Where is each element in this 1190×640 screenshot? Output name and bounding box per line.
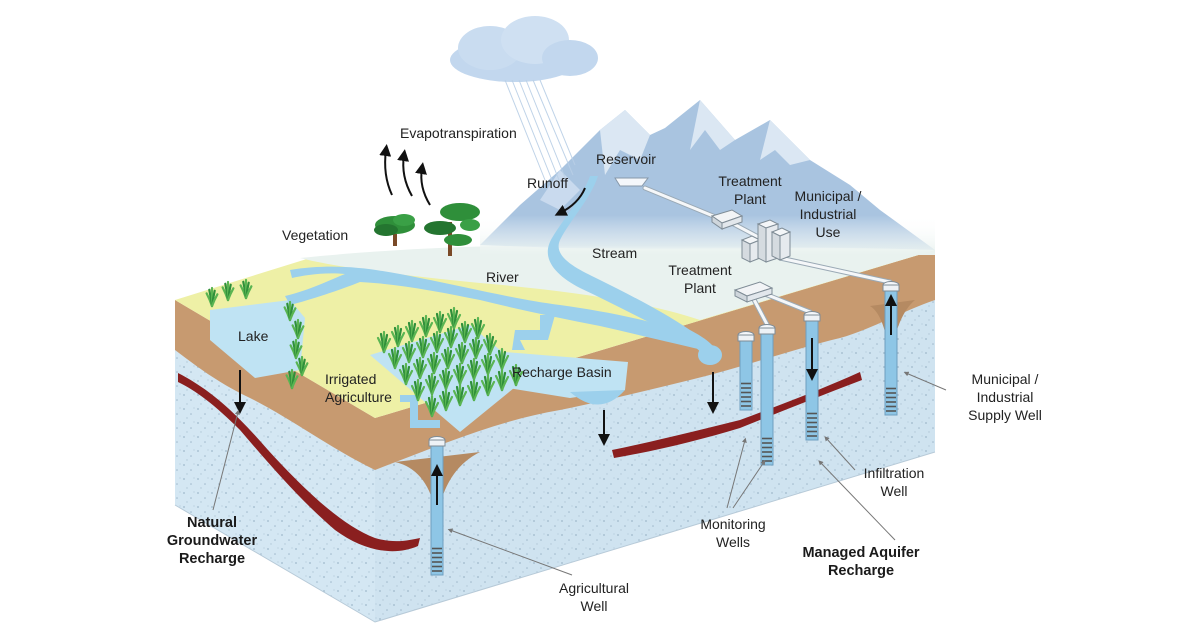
label-evapotranspiration: Evapotranspiration <box>400 125 517 141</box>
grass-tuft <box>438 367 454 391</box>
grass-tuft <box>494 347 510 371</box>
grass-tuft <box>415 335 431 359</box>
grass-tuft <box>376 330 392 354</box>
recharge-basin <box>505 352 628 398</box>
grass-tuft <box>468 336 484 360</box>
grass-tuft <box>387 346 403 370</box>
grass-tuft <box>480 373 496 397</box>
label-lake: Lake <box>238 328 269 344</box>
grass-tuft <box>239 278 253 300</box>
stream <box>547 176 718 362</box>
grass-tuft <box>424 394 440 418</box>
grass-tuft <box>412 356 428 380</box>
clay-layer-front <box>178 373 420 552</box>
grass-tuft <box>508 363 524 387</box>
reservoir-icon <box>614 177 649 187</box>
lake <box>210 300 305 378</box>
label-managed-aquifer-recharge: Managed Aquifer Recharge <box>802 545 920 579</box>
label-monitoring-wells: Monitoring Wells <box>700 516 766 550</box>
tree-icon <box>374 203 480 256</box>
building-icon <box>740 219 792 263</box>
irrigation-canal <box>400 395 440 428</box>
recharge-basin-bowl <box>570 390 625 405</box>
label-recharge-basin: Recharge Basin <box>512 364 612 380</box>
grass-tuft <box>452 362 468 386</box>
grass-tuft <box>285 368 299 390</box>
grass-tuft <box>295 355 309 377</box>
label-vegetation: Vegetation <box>282 227 349 243</box>
grass-icon <box>205 278 524 418</box>
grass-tuft <box>424 372 440 396</box>
grass-tuft <box>466 378 482 402</box>
label-treatment-plant-bottom: Treatment Plant <box>668 262 732 296</box>
label-irrigated-agriculture: Irrigated Agriculture <box>325 371 392 405</box>
well-icon <box>882 281 900 416</box>
leader-lines <box>212 371 947 576</box>
well-icon <box>758 324 776 466</box>
grass-tuft <box>480 352 496 376</box>
grass-tuft <box>454 341 470 365</box>
channel-to-basin <box>512 315 555 350</box>
grass-tuft <box>457 320 473 344</box>
grass-tuft <box>390 324 406 348</box>
surface-water <box>210 176 722 428</box>
grass-tuft <box>401 340 417 364</box>
grass-tuft <box>440 346 456 370</box>
grass-tuft <box>283 300 297 322</box>
grass-tuft <box>429 330 445 354</box>
grass-tuft <box>410 378 426 402</box>
label-municipal-use: Municipal / Industrial Use <box>794 188 862 240</box>
label-runoff: Runoff <box>527 175 568 191</box>
label-municipal-supply-well: Municipal / Industrial Supply Well <box>968 371 1042 423</box>
label-stream: Stream <box>592 245 638 261</box>
evap-arrow-3 <box>415 162 431 206</box>
grass-tuft <box>404 319 420 343</box>
stream-mouth <box>698 345 722 365</box>
grass-tuft <box>452 383 468 407</box>
grass-tuft <box>426 351 442 375</box>
well-icon <box>428 436 446 576</box>
grass-tuft <box>418 314 434 338</box>
well-icon <box>803 311 821 441</box>
grass-tuft <box>205 286 219 308</box>
evap-arrow-2 <box>397 149 413 197</box>
well-icon <box>737 331 755 411</box>
grass-tuft <box>398 362 414 386</box>
clay-layer <box>178 372 862 552</box>
label-infiltration-well: Infiltration Well <box>863 465 925 499</box>
grass-tuft <box>291 318 305 340</box>
mountain-range <box>480 100 935 250</box>
grass-tuft <box>438 388 454 412</box>
grass-tuft <box>289 338 303 360</box>
grass-tuft <box>482 332 498 356</box>
label-reservoir: Reservoir <box>596 151 656 167</box>
grass-tuft <box>466 357 482 381</box>
grass-tuft <box>494 368 510 392</box>
grass-tuft <box>446 306 462 330</box>
arrow-icon <box>234 144 897 505</box>
treatment-plant-icon <box>710 209 774 303</box>
clay-layer-right <box>612 372 862 458</box>
grass-tuft <box>221 280 235 302</box>
label-treatment-plant-top: Treatment Plant <box>718 173 782 207</box>
label-river: River <box>486 269 519 285</box>
grass-tuft <box>432 310 448 334</box>
label-agricultural-well: Agricultural Well <box>558 580 630 614</box>
grass-tuft <box>443 325 459 349</box>
grass-tuft <box>470 316 486 340</box>
evap-arrow-1 <box>379 144 393 196</box>
label-natural-groundwater-recharge: Natural Groundwater Recharge <box>166 515 258 567</box>
mountains <box>480 100 935 255</box>
hill-band <box>300 244 935 320</box>
runoff-arrow <box>554 187 586 216</box>
rain-cloud-icon <box>450 16 598 181</box>
